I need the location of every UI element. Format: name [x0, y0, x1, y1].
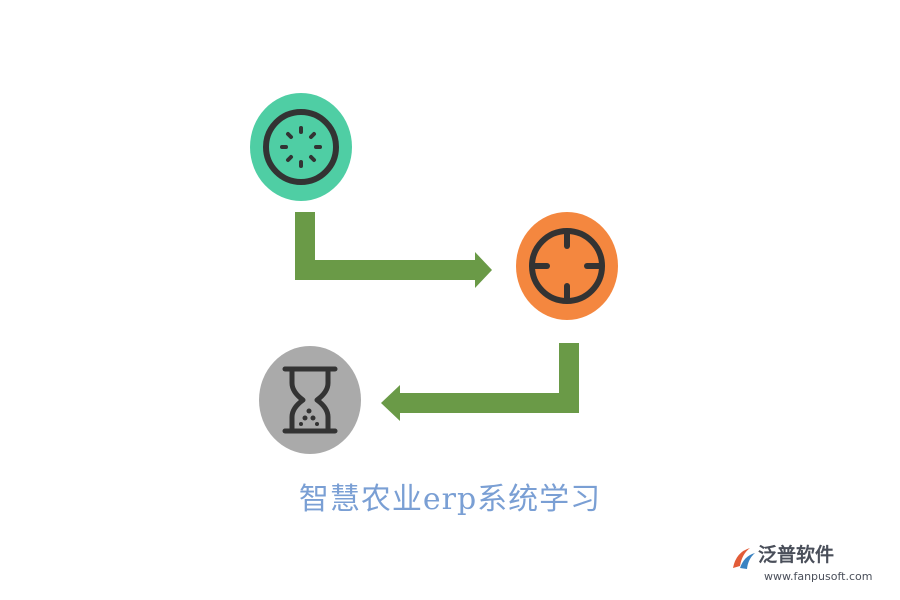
diagram-caption: 智慧农业erp系统学习: [298, 482, 602, 517]
node-2: [516, 212, 618, 320]
brand-watermark[interactable]: 泛普软件 www.fanpusoft.com: [728, 540, 888, 590]
node-3: [259, 346, 361, 454]
hourglass-icon: [282, 366, 338, 434]
brand-url: www.fanpusoft.com: [764, 570, 873, 583]
connector-2: [381, 343, 579, 421]
kiwi-seeds: [280, 126, 322, 168]
node-1: [250, 93, 352, 201]
hourglass-sand: [299, 408, 319, 426]
fanpu-logo-icon: [733, 548, 755, 569]
brand-name: 泛普软件: [758, 544, 835, 566]
connector-1: [295, 212, 492, 288]
kiwi-slice-icon: [263, 109, 339, 185]
crosshair-icon: [529, 228, 605, 304]
